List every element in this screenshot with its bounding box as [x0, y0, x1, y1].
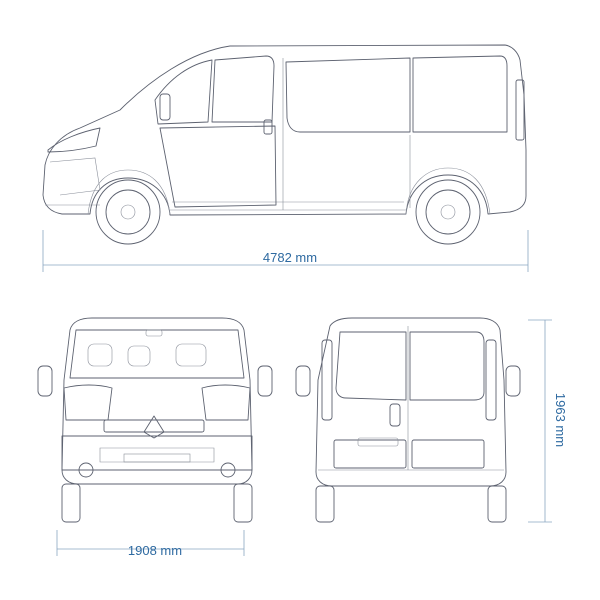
rear-wheel [415, 179, 481, 245]
side-view [42, 44, 527, 245]
length-label: 4782 mm [263, 250, 317, 265]
height-label: 1963 mm [553, 393, 568, 447]
rear-view [295, 317, 521, 523]
length-dimension: 4782 mm [42, 230, 529, 272]
width-dimension: 1908 mm [56, 530, 245, 558]
height-dimension: 1963 mm [528, 319, 568, 523]
front-wheel [95, 179, 161, 245]
front-view [37, 317, 273, 523]
width-label: 1908 mm [128, 543, 182, 558]
